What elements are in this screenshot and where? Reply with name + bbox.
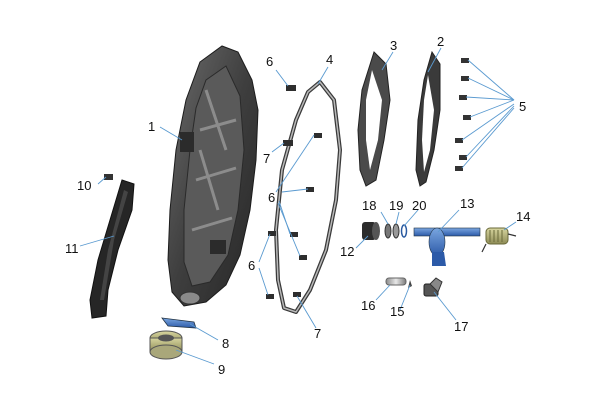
- bolt-part-10: [104, 174, 113, 180]
- ring-part-20: [400, 224, 408, 238]
- callout-8: 8: [222, 336, 229, 351]
- callout-19: 19: [389, 198, 403, 213]
- washer-part-18: [384, 223, 392, 239]
- callout-11: 11: [65, 241, 79, 256]
- callout-20: 20: [412, 198, 426, 213]
- callout-10: 10: [77, 178, 91, 193]
- callout-12: 12: [340, 244, 354, 259]
- clip-part-15: [408, 280, 412, 288]
- spring-part-14: [481, 227, 517, 253]
- callout-13: 13: [460, 196, 474, 211]
- callout-1: 1: [148, 119, 155, 134]
- guide-bar-part-11: [89, 179, 135, 319]
- callout-3: 3: [390, 38, 397, 53]
- bearing-part-9: [149, 330, 183, 360]
- callout-7b: 7: [314, 326, 321, 341]
- pin-part-16: [385, 277, 407, 286]
- clip-part-8: [161, 317, 197, 329]
- callout-6a: 6: [266, 54, 273, 69]
- washer-part-19: [392, 223, 400, 239]
- seal-part-3: [357, 51, 391, 187]
- shaft-part-13: [413, 227, 481, 266]
- bolts-part-6-7: [266, 85, 322, 299]
- cover-gasket-part: [274, 80, 342, 314]
- callout-6c: 6: [248, 258, 255, 273]
- leader-lines: [79, 47, 517, 365]
- seal-part-2: [415, 50, 441, 187]
- callout-9: 9: [218, 362, 225, 377]
- callout-5: 5: [519, 99, 526, 114]
- callout-2: 2: [437, 34, 444, 49]
- bushing-part-12: [362, 222, 380, 240]
- callout-17: 17: [454, 319, 468, 334]
- callout-labels: 1 2 3 4 5 6 6 6 7 7 8 9 10 11 12 13 14 1…: [65, 34, 530, 377]
- callout-15: 15: [390, 304, 404, 319]
- bolts-part-5: [455, 58, 471, 171]
- callout-16: 16: [361, 298, 375, 313]
- callout-7a: 7: [263, 151, 270, 166]
- crankcase-cover-part: [167, 45, 259, 307]
- callout-6b: 6: [268, 190, 275, 205]
- gear-part-17: [423, 277, 443, 297]
- callout-4: 4: [326, 52, 333, 67]
- callout-18: 18: [362, 198, 376, 213]
- callout-14: 14: [516, 209, 530, 224]
